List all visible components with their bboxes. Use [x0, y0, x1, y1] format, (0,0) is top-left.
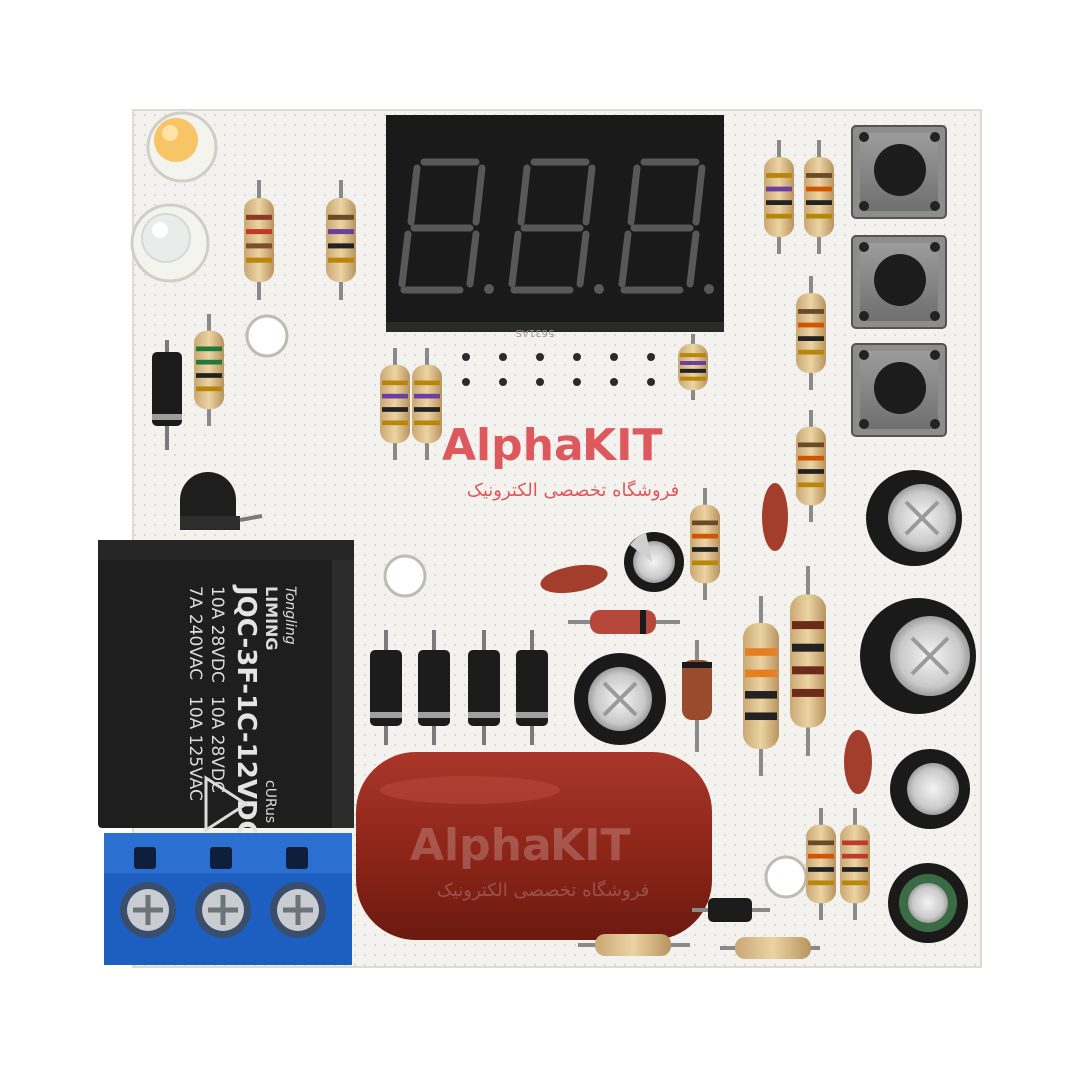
resistor	[194, 314, 224, 426]
watermark-brand-right: KIT	[582, 420, 662, 471]
resistor	[412, 348, 442, 460]
screw-icon	[195, 882, 251, 938]
resistor	[678, 334, 708, 400]
header-holes	[462, 353, 655, 386]
screw-icon	[270, 882, 326, 938]
relay-rating-right-2: 10A 125VAC	[185, 696, 205, 801]
push-button-middle	[851, 235, 947, 329]
resistor	[244, 180, 274, 300]
bottom-components	[578, 898, 820, 959]
rectifier-diodes	[370, 630, 548, 745]
resistor	[840, 808, 870, 920]
resistor	[790, 566, 826, 756]
led-clear	[130, 203, 210, 283]
relay	[98, 540, 354, 828]
screw-icon	[120, 882, 176, 938]
watermark-top: Alpha KIT فروشگاه تخصصی الکترونیک	[442, 420, 679, 501]
relay-brand-logo: Tongling	[282, 586, 298, 645]
led-yellow	[146, 111, 218, 183]
diode-left	[152, 340, 182, 450]
relay-rating-right-1: 10A 28VDC	[207, 696, 227, 793]
watermark-brand-left: Alpha	[442, 420, 584, 471]
resistor	[764, 140, 794, 254]
watermark-tagline-2: فروشگاه تخصصی الکترونیک	[437, 879, 650, 901]
resistor	[690, 488, 720, 600]
relay-model: JQC-3F-1C-12VDC	[231, 584, 261, 840]
film-capacitor	[356, 752, 712, 940]
relay-rating-left-2: 7A 240VAC	[185, 586, 205, 680]
glass-diodes	[568, 610, 712, 752]
resistor	[804, 140, 834, 254]
relay-label: Tongling LIMING JQC-3F-1C-12VDC 10A 28VD…	[185, 584, 298, 840]
watermark-brand-right-2: KIT	[550, 820, 630, 871]
seven-segment-display	[386, 115, 724, 332]
watermark-bottom: Alpha KIT فروشگاه تخصصی الکترونیک	[410, 820, 649, 901]
resistor	[326, 180, 356, 300]
push-button-bottom	[851, 343, 947, 437]
ceramic-capacitors	[540, 483, 872, 794]
resistor	[806, 808, 836, 920]
push-button-top	[851, 125, 947, 219]
terminal-block	[104, 833, 352, 965]
resistor	[796, 410, 826, 522]
relay-warning-triangle-icon	[204, 775, 249, 833]
resistors	[194, 140, 870, 920]
resistor	[380, 348, 410, 460]
relay-rating-left-1: 10A 28VDC	[207, 586, 227, 683]
resistor	[796, 276, 826, 390]
watermark-brand-left-2: Alpha	[410, 820, 552, 871]
resistor	[743, 596, 779, 776]
transistor	[180, 472, 263, 530]
watermark-tagline: فروشگاه تخصصی الکترونیک	[467, 479, 680, 501]
relay-cert-mark: cURus	[262, 780, 278, 823]
electrolytic-capacitors	[574, 470, 976, 943]
relay-brand: LIMING	[262, 586, 281, 651]
display-label: 5631AS	[516, 327, 555, 338]
